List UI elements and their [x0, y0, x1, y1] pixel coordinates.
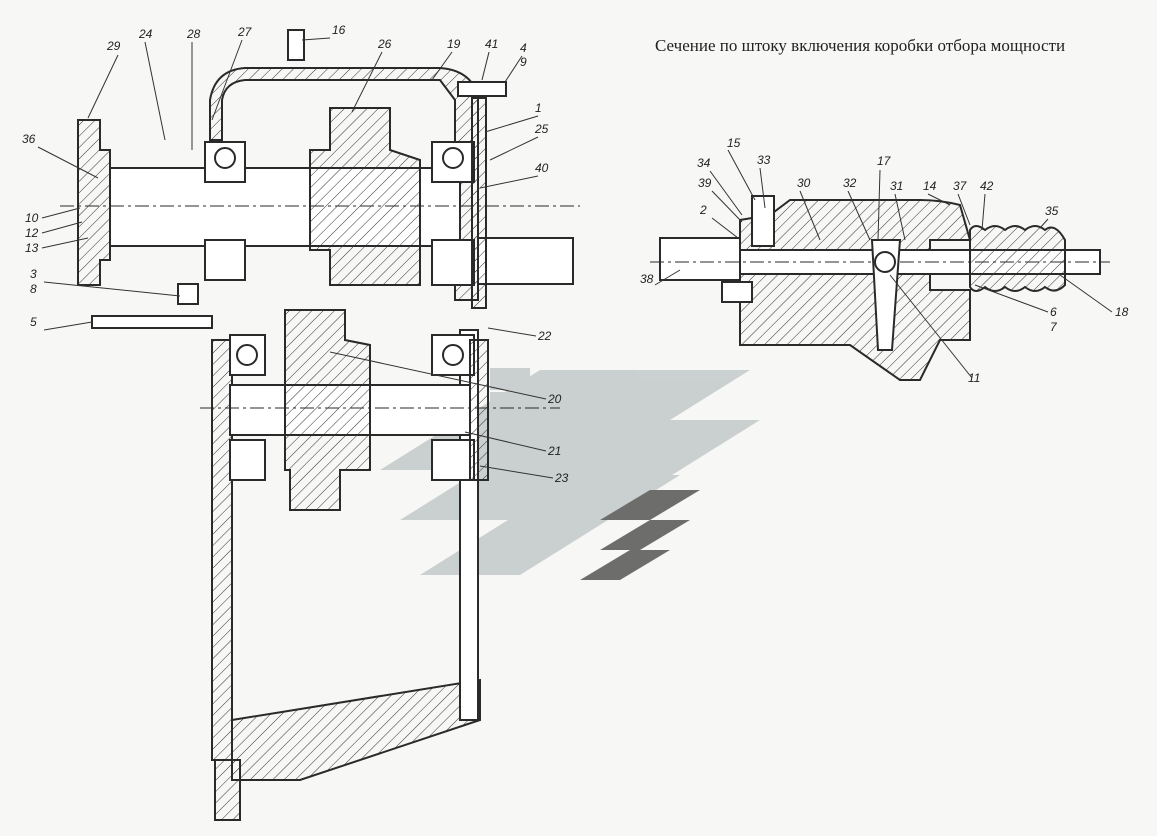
callout-label: 1	[535, 101, 542, 115]
callout-label: 36	[22, 132, 36, 146]
callout-label: 9	[520, 55, 527, 69]
section-title: Сечение по штоку включения коробки отбор…	[655, 36, 1066, 55]
callout-label: 11	[968, 371, 980, 385]
callout-label: 13	[25, 241, 39, 255]
callout-label: 22	[537, 329, 552, 343]
callout-label: 12	[25, 226, 39, 240]
callout-label: 14	[923, 179, 937, 193]
callout-label: 42	[980, 179, 994, 193]
callout-label: 34	[697, 156, 711, 170]
callout-label: 8	[30, 282, 37, 296]
callout-label: 4	[520, 41, 527, 55]
callout-label: 19	[447, 37, 461, 51]
callout-label: 33	[757, 153, 771, 167]
callout-label: 17	[877, 154, 892, 168]
callout-label: 3	[30, 267, 37, 281]
callout-label: 24	[138, 27, 153, 41]
callout-label: 23	[554, 471, 569, 485]
callout-label: 31	[890, 179, 903, 193]
callout-label: 39	[698, 176, 712, 190]
callout-label: 26	[377, 37, 392, 51]
callout-label: 15	[727, 136, 741, 150]
leader-lines	[37, 37, 1113, 479]
callout-label: 40	[535, 161, 549, 175]
callout-label: 18	[1115, 305, 1129, 319]
callout-label: 7	[1050, 320, 1058, 334]
main-gearbox-view	[60, 29, 580, 821]
callout-label: 5	[30, 315, 37, 329]
callout-label: 16	[332, 23, 346, 37]
callout-label: 6	[1050, 305, 1057, 319]
callout-label: 32	[843, 176, 857, 190]
callout-label: 25	[534, 122, 549, 136]
callout-label: 35	[1045, 204, 1059, 218]
callout-label: 20	[547, 392, 562, 406]
callout-label: 37	[953, 179, 968, 193]
callout-label: 21	[547, 444, 561, 458]
callout-label: 30	[797, 176, 811, 190]
callout-label: 28	[186, 27, 201, 41]
callout-label: 29	[106, 39, 121, 53]
callout-label: 41	[485, 37, 498, 51]
callout-label: 27	[237, 25, 253, 39]
section-callouts: 15 33 34 39 30 32 17 31 14 37 42 35 2 38…	[640, 136, 1129, 385]
callout-label: 2	[699, 203, 707, 217]
callout-label: 10	[25, 211, 39, 225]
callout-label: 38	[640, 272, 654, 286]
section-rod-view	[650, 195, 1110, 381]
main-callouts: 29 24 28 27 16 26 19 41 4 9 1 25 40 36 1…	[22, 23, 569, 485]
